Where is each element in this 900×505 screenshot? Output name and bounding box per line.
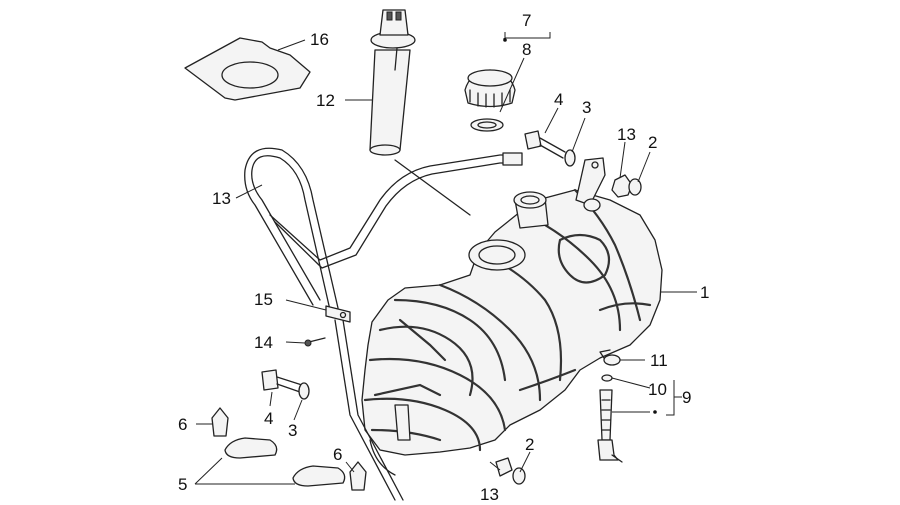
rubber-bumper [211,407,367,491]
drain-pipe [597,349,623,463]
callout-15: 15 [254,290,273,309]
callout-labels: 1 2 2 3 3 4 4 5 6 6 7 8 9 10 11 12 13 13… [178,11,709,504]
callout-16: 16 [310,30,329,49]
washer [298,149,576,400]
bolt [261,130,566,393]
callout-7: 7 [522,11,531,30]
nut [495,174,642,485]
callout-5: 5 [178,475,187,494]
callout-13-top: 13 [617,125,636,144]
callout-13-bottom: 13 [480,485,499,504]
callout-4-bottom: 4 [264,409,273,428]
callout-8: 8 [522,40,531,59]
callout-6-bottom: 6 [333,445,342,464]
cap-gasket [470,118,504,132]
callout-10: 10 [648,380,667,399]
callout-12: 12 [316,91,335,110]
fuel-pump-sender [369,9,416,156]
leader-lines [194,32,697,485]
callout-3-bottom: 3 [288,421,297,440]
callout-3-top: 3 [582,98,591,117]
rubber-pad [224,437,346,487]
callout-9: 9 [682,388,691,407]
fuel-cap [464,69,516,108]
callout-13-left: 13 [212,189,231,208]
callout-1: 1 [700,283,709,302]
fuel-hose [244,147,523,501]
callout-2-top: 2 [648,133,657,152]
callout-2-bottom: 2 [525,435,534,454]
tank-pad [184,37,311,101]
screw [304,337,326,347]
callout-4-top: 4 [554,90,563,109]
fuel-tank [361,157,663,456]
hose-clamp [325,305,351,323]
callout-11: 11 [650,351,668,370]
callout-6-left: 6 [178,415,187,434]
callout-14: 14 [254,333,273,352]
